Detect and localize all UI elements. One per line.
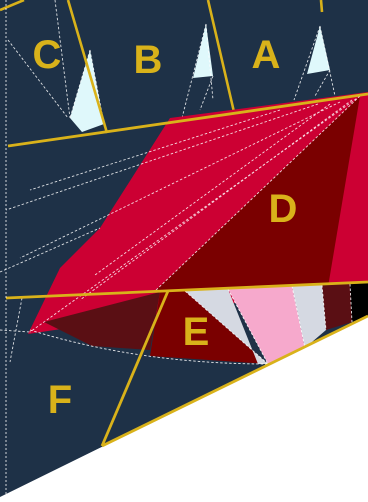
label-f: F [48,378,72,422]
dark-stripe [322,284,352,330]
label-b: B [134,38,163,82]
label-c: C [33,33,62,77]
label-e: E [183,310,210,354]
label-d: D [269,187,298,231]
label-a: A [252,33,281,77]
